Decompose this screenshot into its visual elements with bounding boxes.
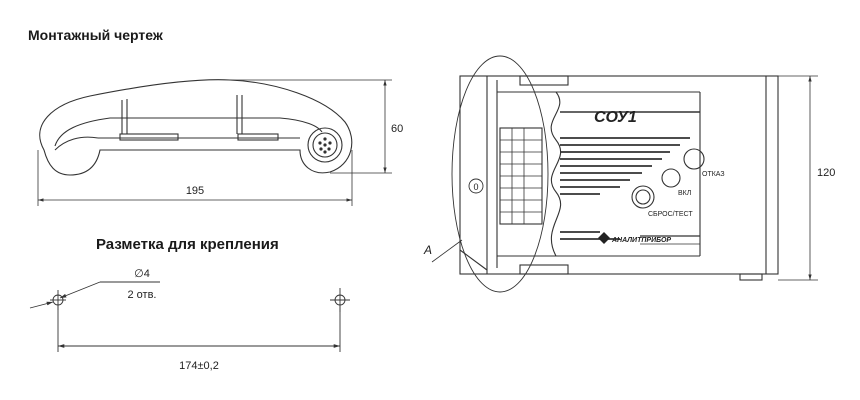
mounting-marking bbox=[29, 281, 350, 352]
lock-mark-label: 0 bbox=[473, 182, 478, 192]
lock-mark-icon bbox=[468, 178, 484, 194]
reset-test-button bbox=[631, 185, 655, 209]
side-width-dimension: 195 bbox=[186, 185, 204, 197]
hole-diameter-label: ∅4 bbox=[134, 268, 150, 280]
decorative-stripes bbox=[560, 137, 690, 240]
mounting-drawing-heading: Монтажный чертеж bbox=[28, 27, 163, 43]
device-body bbox=[459, 75, 779, 275]
detail-a-label: А bbox=[423, 243, 432, 257]
mounting-marking-heading: Разметка для крепления bbox=[96, 236, 279, 253]
front-height-dimension: 120 bbox=[817, 167, 835, 179]
brand-label: АНАЛИТПРИБОР bbox=[611, 237, 671, 244]
side-view bbox=[37, 79, 392, 206]
hole-count-label: 2 отв. bbox=[128, 289, 157, 301]
power-label: ВКЛ bbox=[678, 190, 692, 197]
reset-test-label: СБРОС/ТЕСТ bbox=[648, 211, 693, 218]
connector-icon bbox=[307, 127, 343, 163]
front-view bbox=[431, 55, 818, 293]
side-height-dimension: 60 bbox=[391, 123, 403, 135]
hole-spacing-dimension: 174±0,2 bbox=[179, 360, 219, 372]
detail-a-callout bbox=[451, 55, 549, 293]
brand-logo: АНАЛИТПРИБОР bbox=[598, 232, 671, 244]
device-model-label: СОУ1 bbox=[594, 109, 637, 126]
fault-indicator-icon bbox=[683, 148, 705, 170]
power-indicator-icon bbox=[661, 168, 681, 188]
side-view-housing bbox=[39, 79, 353, 176]
fault-label: ОТКАЗ bbox=[702, 171, 725, 178]
